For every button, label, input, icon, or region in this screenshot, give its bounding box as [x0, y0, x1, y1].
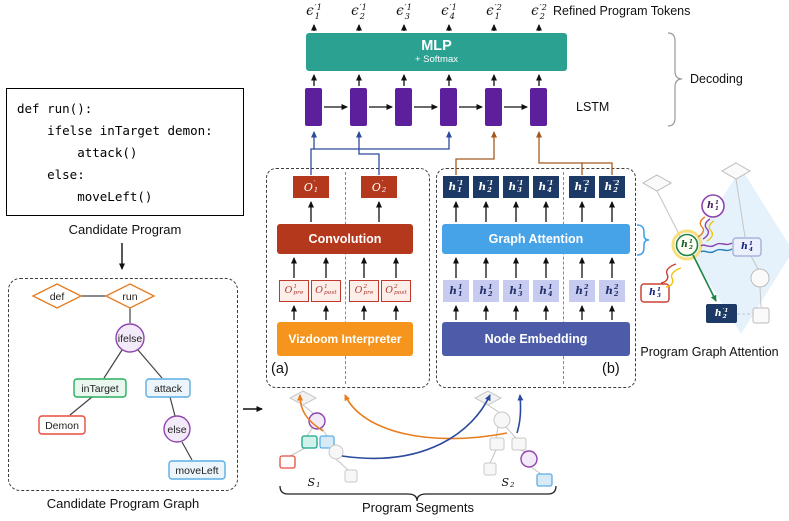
segment1-demon-node — [279, 455, 296, 469]
program-graph-attention-caption: Program Graph Attention — [640, 345, 779, 359]
lstm-cell-1 — [305, 88, 322, 126]
lstm-label: LSTM — [576, 100, 610, 114]
mlp-block: MLP + Softmax — [306, 33, 567, 71]
segment2-ghost-box2 — [511, 437, 527, 451]
segment1-ghost-square — [344, 469, 358, 483]
graph-module-box — [436, 168, 636, 388]
candidate-program-code-box: def run(): ifelse inTarget demon: attack… — [6, 88, 244, 216]
candidate-program-graph-box — [8, 278, 238, 491]
attention-ghost-diamond2 — [720, 162, 752, 180]
panel-a-label: (a) — [271, 361, 289, 377]
segment1-ghost-diamond — [288, 390, 318, 406]
decoding-brace — [667, 32, 683, 127]
attention-ghost-diamond1 — [641, 174, 673, 192]
decoding-label: Decoding — [690, 72, 743, 86]
refined-tokens-label: Refined Program Tokens — [553, 4, 691, 18]
lstm-cell-3 — [395, 88, 412, 126]
segment2-ghost-diamond — [473, 390, 503, 406]
segment-feed-arrows — [297, 394, 524, 460]
code-line: moveLeft() — [17, 189, 153, 204]
mlp-subtitle: + Softmax — [414, 54, 459, 66]
code-line: else: — [17, 167, 85, 182]
vision-output-2: O′2 — [361, 176, 397, 198]
graph-attention-block: Graph Attention — [442, 224, 630, 254]
segment1-intarget-node — [301, 435, 318, 449]
code-line: ifelse inTarget demon: — [17, 123, 213, 138]
attention-ghost-circle — [750, 268, 770, 288]
graph-segment-separator — [563, 172, 564, 384]
candidate-program-graph-caption: Candidate Program Graph — [46, 496, 200, 511]
panel-b-label: (b) — [602, 361, 620, 377]
vizdoom-interpreter-label: Vizdoom Interpreter — [288, 332, 402, 346]
lstm-cell-4 — [440, 88, 457, 126]
segment1-attack-node — [319, 435, 335, 449]
segment2-else-node — [520, 450, 538, 468]
segment1-ghost-circle — [328, 444, 344, 460]
program-segments-caption: Program Segments — [362, 500, 474, 515]
segment1-ifelse-node — [308, 412, 326, 430]
lstm-cell-5 — [485, 88, 502, 126]
segment2-ghost-circle — [493, 411, 511, 429]
code-line: def run(): — [17, 101, 93, 116]
segment2-ghost-box1 — [489, 437, 505, 451]
vision-segment-separator — [345, 172, 346, 384]
convolution-block: Convolution — [277, 224, 413, 254]
attention-ghost-square — [752, 307, 770, 324]
attention-output-arrow — [692, 254, 717, 302]
program-segments-art — [279, 390, 553, 487]
vision-module-box — [266, 168, 430, 388]
segment2-moveleft-node — [536, 473, 553, 487]
node-embedding-label: Node Embedding — [484, 332, 588, 346]
lstm-cell-6 — [530, 88, 547, 126]
lstm-cell-2 — [350, 88, 367, 126]
mlp-title: MLP — [421, 37, 452, 54]
candidate-program-caption: Candidate Program — [68, 222, 182, 237]
vision-output-1: O′1 — [293, 176, 329, 198]
vizdoom-interpreter-block: Vizdoom Interpreter — [277, 322, 413, 356]
graph-attention-brace — [636, 224, 650, 256]
node-embedding-block: Node Embedding — [442, 322, 630, 356]
convolution-label: Convolution — [308, 232, 382, 246]
graph-attention-label: Graph Attention — [488, 232, 584, 246]
code-line: attack() — [17, 145, 138, 160]
